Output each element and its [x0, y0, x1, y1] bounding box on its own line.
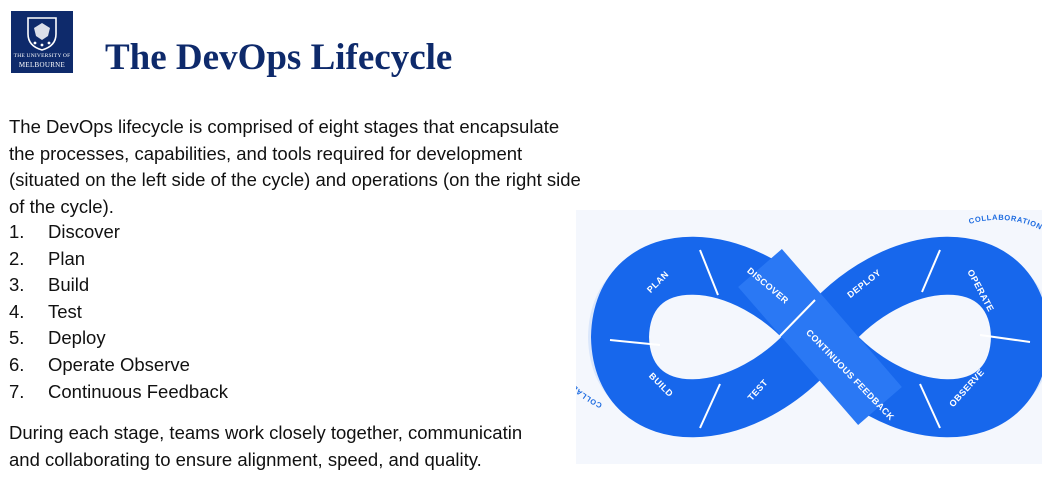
closing-line-1: During each stage, teams work closely to…	[9, 422, 523, 443]
list-number: 3.	[9, 274, 25, 296]
logo-line-1: THE UNIVERSITY OF	[13, 53, 71, 59]
list-label: Plan	[48, 247, 86, 269]
stage-list: 1. Discover 2. Plan 3. Build 4. Test 5. Deplo…	[9, 219, 228, 405]
closing-paragraph: During each stage, teams work closely to…	[9, 420, 577, 473]
list-label: Deploy	[48, 327, 106, 349]
intro-paragraph: The DevOps lifecycle is comprised of eig…	[9, 116, 581, 217]
segment-dividers	[609, 249, 1031, 429]
list-number: 2.	[9, 247, 25, 269]
list-item: 5. Deploy	[9, 325, 228, 352]
list-label: Operate Observe	[48, 353, 190, 375]
list-number: 4.	[9, 300, 25, 322]
logo-line-2: MELBOURNE	[18, 61, 66, 69]
list-item: 2. Plan	[9, 246, 228, 273]
list-label: Discover	[48, 221, 120, 242]
divider	[699, 249, 719, 296]
list-item: 1. Discover	[9, 219, 228, 246]
list-item: 6. Operate Observe	[9, 352, 228, 379]
list-label: Build	[48, 274, 90, 296]
divider	[699, 383, 721, 429]
list-label: Continuous Feedback	[48, 380, 228, 402]
list-number: 6.	[9, 353, 25, 375]
divider	[609, 339, 661, 346]
list-number: 7.	[9, 380, 25, 402]
crest-icon	[27, 17, 57, 51]
list-number: 1.	[9, 221, 25, 242]
list-item: 4. Test	[9, 299, 228, 326]
devops-infinity-diagram: COLLABORATION AND COMMUNICATION COLLABOR…	[576, 210, 1042, 464]
feedback-band	[738, 248, 902, 426]
list-label: Test	[48, 300, 82, 322]
university-logo: THE UNIVERSITY OF MELBOURNE	[11, 11, 73, 73]
closing-line-2: and collaborating to ensure alignment, s…	[9, 448, 482, 470]
divider	[919, 383, 941, 429]
divider	[921, 249, 941, 293]
divider	[979, 334, 1031, 343]
list-item: 7. Continuous Feedback	[9, 379, 228, 406]
page-title: The DevOps Lifecycle	[105, 37, 453, 78]
list-number: 5.	[9, 327, 25, 349]
list-item: 3. Build	[9, 272, 228, 299]
divider	[779, 299, 816, 337]
